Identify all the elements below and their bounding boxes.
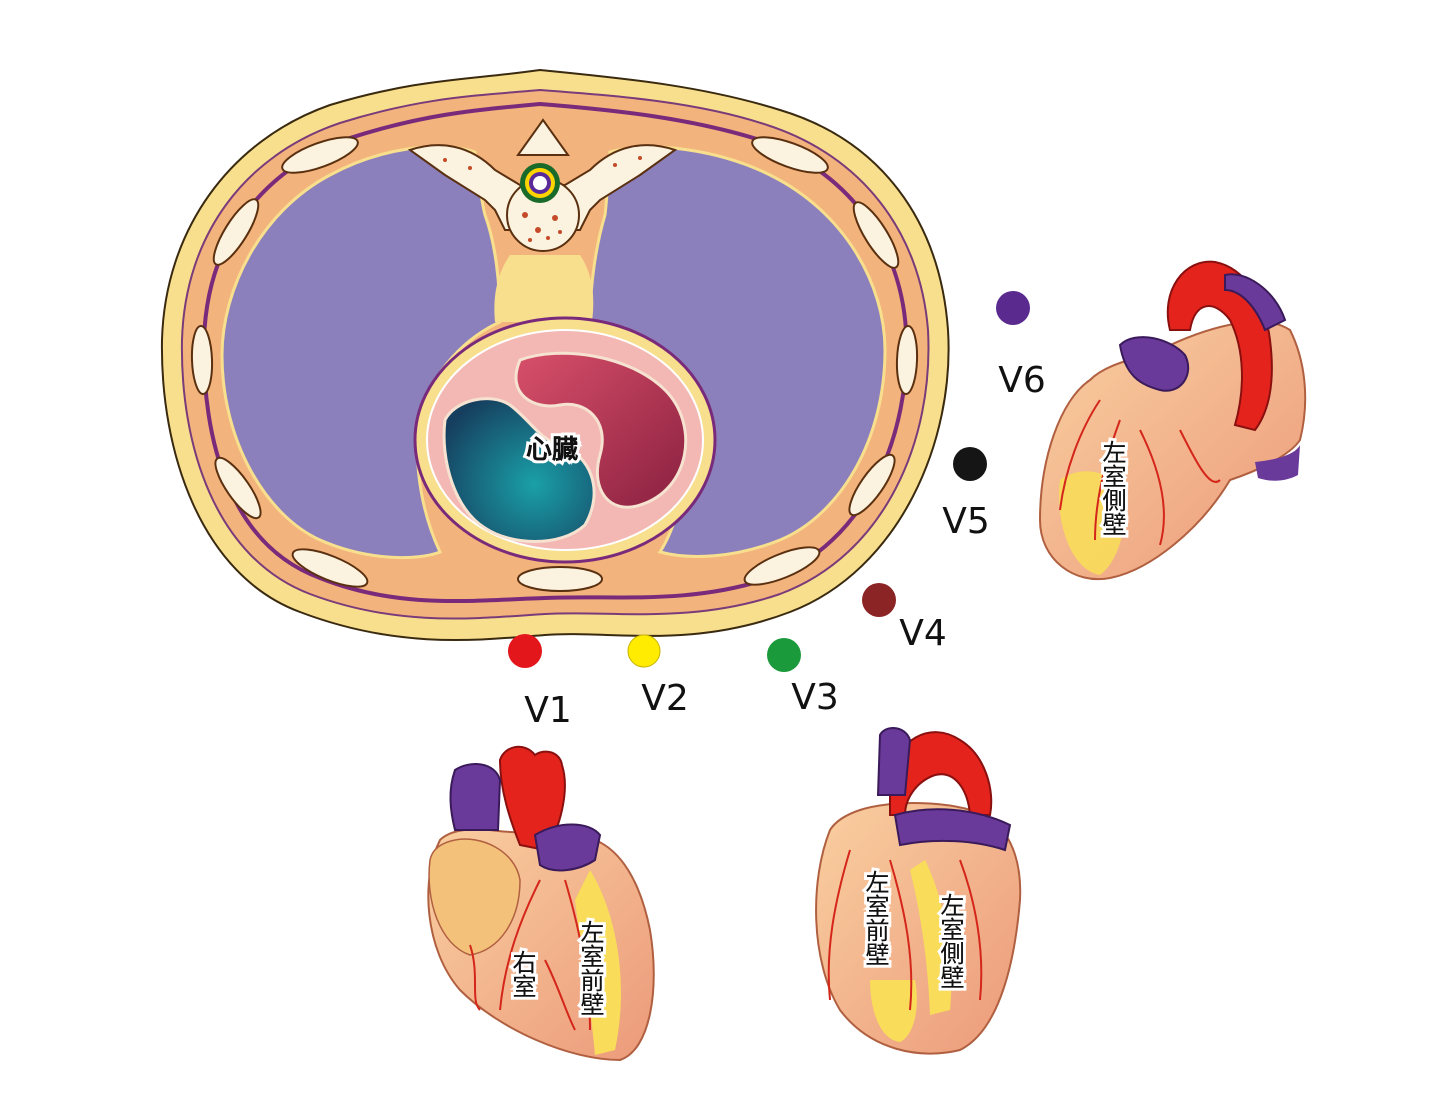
aorta-mid bbox=[889, 731, 993, 816]
electrode-v4: V4 bbox=[862, 583, 947, 654]
pulmonary-vessels bbox=[1118, 336, 1190, 392]
anterior-view-label-rv: 右室 bbox=[508, 950, 536, 998]
thorax-cross-section: 心臓 心臓 bbox=[160, 68, 950, 641]
aorta bbox=[498, 745, 566, 852]
lead-label-v1: V1 bbox=[524, 690, 572, 731]
electrode-v5: V5 bbox=[942, 447, 990, 542]
left-ventricle bbox=[514, 351, 688, 509]
left-anterior-view-label-front-halo: 左室前壁 bbox=[861, 870, 889, 966]
pulmonary-artery bbox=[533, 823, 602, 872]
electrode-dot-v6 bbox=[996, 291, 1030, 325]
vena-cava bbox=[449, 763, 502, 831]
electrode-dot-v1 bbox=[508, 634, 542, 668]
pulmonary-artery-mid bbox=[893, 808, 1012, 852]
electrode-v3: V3 bbox=[767, 638, 839, 718]
heart-left-anterior-view: 左室前壁 左室前壁 左室側壁 左室側壁 bbox=[815, 727, 1022, 1055]
lead-label-v5: V5 bbox=[942, 501, 990, 542]
electrode-dot-v5 bbox=[953, 447, 987, 481]
electrode-dot-v4 bbox=[862, 583, 896, 617]
lateral-view-label-text: 左室側壁 bbox=[1098, 440, 1126, 536]
lead-label-v2: V2 bbox=[641, 678, 689, 719]
electrode-dot-v3 bbox=[767, 638, 801, 672]
aorta-arch bbox=[1166, 260, 1273, 432]
left-anterior-view-label-front: 左室前壁 bbox=[861, 870, 889, 966]
right-ventricle bbox=[442, 397, 596, 543]
heart-label-text: 心臓 bbox=[526, 435, 578, 465]
ribs bbox=[190, 136, 919, 592]
electrode-v6: V6 bbox=[996, 291, 1046, 401]
heart-cross-section: 心臓 心臓 bbox=[413, 316, 717, 564]
electrode-dot-v2 bbox=[627, 634, 661, 668]
lead-label-v3: V3 bbox=[791, 677, 839, 718]
electrode-v2: V2 bbox=[627, 634, 689, 719]
lead-label-v4: V4 bbox=[899, 613, 947, 654]
left-anterior-view-label-side-halo: 左室側壁 bbox=[936, 893, 964, 989]
anterior-view-label-rv-halo: 右室 bbox=[508, 950, 536, 998]
anterior-view-label-lv: 左室前壁 bbox=[576, 920, 604, 1016]
heart-lateral-view: 左室側壁 左室側壁 bbox=[1038, 260, 1307, 581]
heart-label: 心臓 bbox=[526, 435, 578, 465]
anterior-view-label-lv-halo: 左室前壁 bbox=[576, 920, 604, 1016]
vertebra bbox=[407, 118, 678, 322]
heart-anterior-view: 右室 右室 左室前壁 左室前壁 bbox=[427, 745, 655, 1062]
left-anterior-view-label-side: 左室側壁 bbox=[936, 893, 964, 989]
lateral-view-label: 左室側壁 bbox=[1098, 440, 1126, 536]
electrode-v1: V1 bbox=[508, 634, 572, 731]
lead-label-v6: V6 bbox=[998, 360, 1046, 401]
